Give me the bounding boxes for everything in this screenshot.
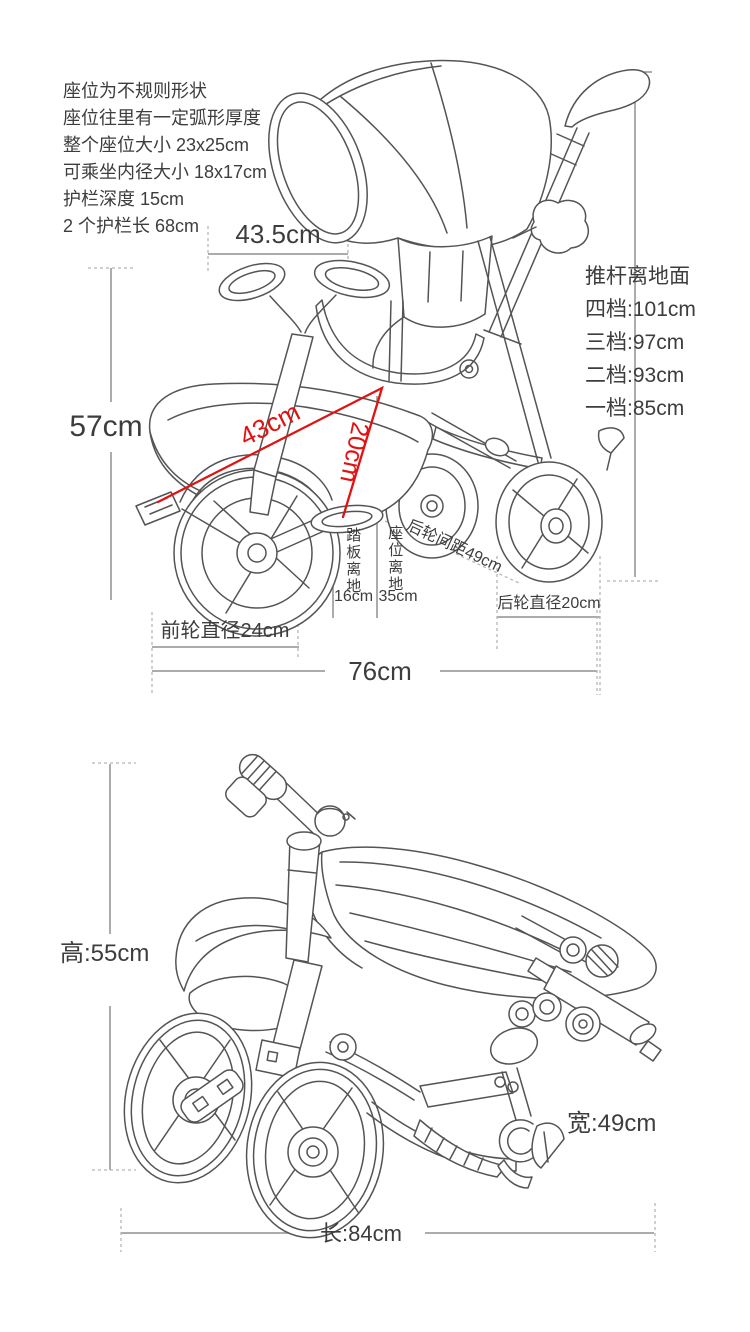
push-bar-level: 三档:97cm — [585, 331, 685, 354]
push-bar-heights: 推杆离地面 四档:101cm 三档:97cm 二档:93cm 一档:85cm — [585, 260, 696, 425]
folded-height-dimension: 高:55cm — [60, 940, 150, 967]
front-wheel-diameter: 前轮直径24cm — [160, 620, 290, 642]
rear-wheel-diameter: 后轮直径20cm — [497, 595, 601, 612]
folded-width-dimension: 宽:49cm — [567, 1110, 657, 1137]
push-bar-level: 四档:101cm — [585, 298, 696, 321]
seat-width-dimension: 43.5cm — [235, 219, 321, 249]
spec-note-line: 座位为不规则形状 — [63, 81, 207, 101]
folded-length-dimension: 长:84cm — [320, 1221, 402, 1246]
spec-note-line: 整个座位大小 23x25cm — [63, 135, 250, 155]
spec-note-line: 座位往里有一定弧形厚度 — [63, 108, 261, 128]
total-length-dimension: 76cm — [348, 656, 412, 686]
seat-ground-value: 35cm — [378, 588, 418, 605]
pedal-ground-label: 踏板离地 — [344, 527, 362, 595]
red-measure-lines — [156, 385, 384, 519]
trike-folded-drawing — [123, 753, 662, 1239]
seat-ground-label: 座位离地 — [386, 525, 404, 593]
spec-notes: 座位为不规则形状 座位往里有一定弧形厚度 整个座位大小 23x25cm 可乘坐内… — [63, 78, 267, 240]
spec-note-line: 2 个护栏长 68cm — [63, 216, 200, 236]
push-bar-level: 一档:85cm — [585, 397, 685, 420]
push-bar-title: 推杆离地面 — [585, 265, 690, 288]
trike-unfolded-drawing — [135, 59, 651, 637]
push-bar-level: 二档:93cm — [585, 364, 685, 387]
pedal-ground-value: 16cm — [333, 588, 374, 605]
spec-note-line: 护栏深度 15cm — [63, 189, 185, 209]
spec-note-line: 可乘坐内径大小 18x17cm — [63, 162, 268, 182]
height-dimension: 57cm — [69, 410, 143, 443]
